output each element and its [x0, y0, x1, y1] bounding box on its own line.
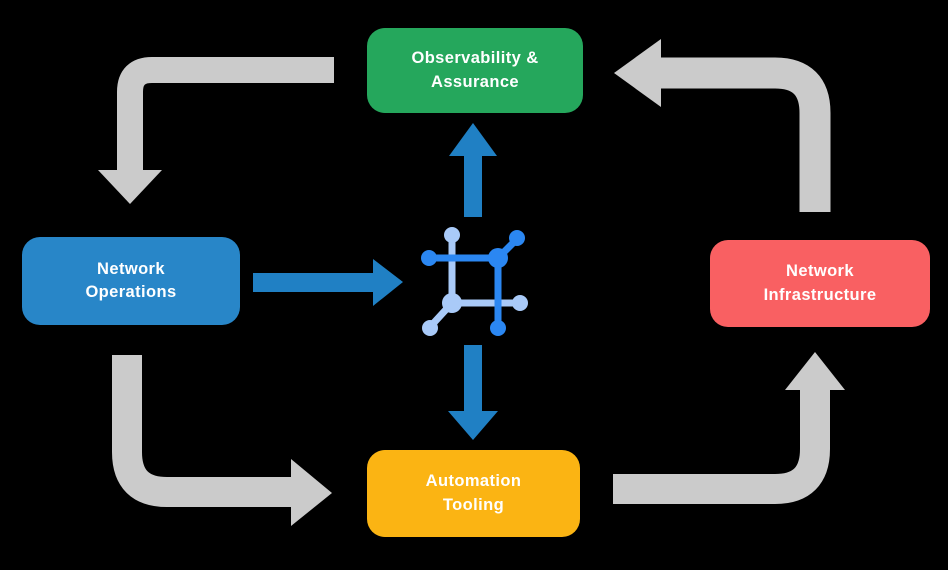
arrow-center-to-observability: [449, 123, 497, 217]
arrow-operations-to-center: [253, 259, 403, 306]
node-observability-assurance: Observability & Assurance: [367, 28, 583, 113]
node-label-line: Automation: [425, 472, 522, 491]
node-label-line: Tooling: [442, 495, 505, 514]
arrow-operations-to-automation: [112, 355, 332, 526]
node-label-line: Observability &: [411, 49, 539, 68]
arrow-center-to-automation: [448, 345, 498, 440]
arrow-automation-to-infrastructure: [613, 352, 845, 504]
arrow-infrastructure-to-observability: [614, 39, 831, 212]
node-automation-tooling: Automation Tooling: [367, 450, 580, 537]
node-network-operations: Network Operations: [22, 237, 240, 325]
node-label-line: Infrastructure: [763, 285, 877, 304]
node-network-infrastructure: Network Infrastructure: [710, 240, 930, 327]
node-label-line: Network: [97, 259, 165, 278]
node-label-line: Operations: [85, 283, 177, 301]
node-label-line: Assurance: [431, 72, 519, 91]
network-automation-icon: [421, 227, 528, 336]
arrow-observability-to-operations: [98, 57, 334, 204]
node-label-line: Network: [786, 262, 854, 281]
